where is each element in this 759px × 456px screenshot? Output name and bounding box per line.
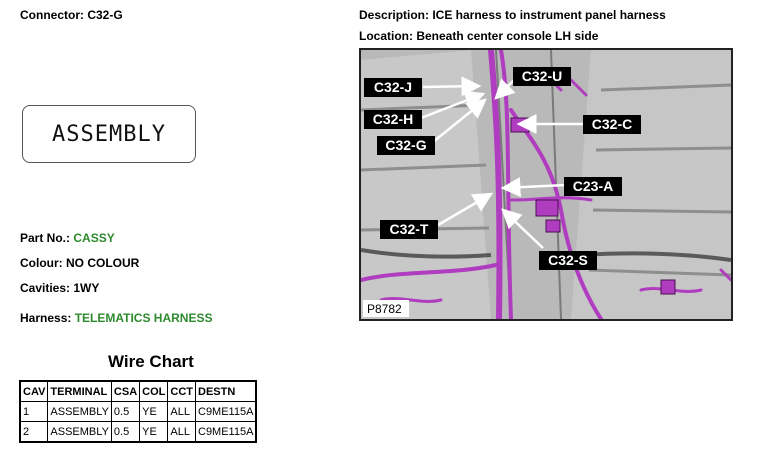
cavities-label: Cavities: 1WY — [20, 281, 100, 295]
part-number-value: CASSY — [73, 231, 115, 245]
header-col: COL — [139, 380, 169, 402]
header-cav: CAV — [19, 380, 49, 402]
cell-terminal: ASSEMBLY — [47, 421, 112, 443]
callout-c32-c: C32-C — [583, 115, 641, 134]
cell-destn: C9ME115A — [195, 401, 257, 422]
svg-text:C32-S: C32-S — [548, 252, 588, 268]
table-row: 1 ASSEMBLY 0.5 YE ALL C9ME115A — [19, 401, 257, 422]
svg-text:C32-G: C32-G — [385, 137, 426, 153]
wiring-harness — [361, 50, 731, 319]
header-cct: CCT — [167, 380, 196, 402]
callout-c32-s: C32-S — [539, 251, 597, 270]
wire-chart-title: Wire Chart — [108, 352, 194, 371]
header-csa: CSA — [110, 380, 141, 402]
header-destn: DESTN — [195, 380, 257, 402]
location-figure: C32-J C32-U C32-H C32-C C32-G C23-A C32-… — [359, 48, 733, 321]
cell-terminal: ASSEMBLY — [47, 401, 112, 422]
svg-text:C23-A: C23-A — [573, 178, 613, 194]
wire-chart-table: CAV TERMINAL CSA COL CCT DESTN 1 ASSEMBL… — [19, 380, 258, 443]
connector-face-text: ASSEMBLY — [52, 121, 166, 147]
harness-value: TELEMATICS HARNESS — [74, 311, 213, 325]
part-number: Part No.: CASSY — [20, 231, 115, 245]
connector-block — [545, 219, 561, 233]
connector-block — [660, 279, 676, 295]
figure-id: P8782 — [367, 302, 402, 316]
cell-destn: C9ME115A — [195, 421, 257, 443]
cell-cct: ALL — [167, 421, 196, 443]
svg-text:C32-H: C32-H — [373, 111, 413, 127]
table-header-row: CAV TERMINAL CSA COL CCT DESTN — [19, 380, 257, 402]
callout-c32-t: C32-T — [380, 220, 438, 239]
cell-cct: ALL — [167, 401, 196, 422]
cell-cav: 1 — [19, 401, 49, 422]
svg-text:C32-J: C32-J — [374, 79, 412, 95]
table-row: 2 ASSEMBLY 0.5 YE ALL C9ME115A — [19, 421, 257, 443]
callout-c32-j: C32-J — [364, 78, 422, 97]
connector-label: Connector: C32-G — [20, 8, 123, 22]
harness-location-illustration: C32-J C32-U C32-H C32-C C32-G C23-A C32-… — [361, 50, 731, 319]
callout-c23-a: C23-A — [564, 177, 622, 196]
colour-label: Colour: NO COLOUR — [20, 256, 140, 270]
svg-text:C32-T: C32-T — [390, 221, 429, 237]
svg-text:C32-C: C32-C — [592, 116, 632, 132]
harness-label: Harness: — [20, 311, 72, 325]
cell-col: YE — [139, 401, 169, 422]
header-terminal: TERMINAL — [47, 380, 112, 402]
cell-col: YE — [139, 421, 169, 443]
harness: Harness: TELEMATICS HARNESS — [20, 311, 213, 325]
description-label: Description: ICE harness to instrument p… — [359, 8, 666, 22]
connector-block — [535, 199, 559, 217]
callout-c32-u: C32-U — [513, 67, 571, 86]
cell-csa: 0.5 — [110, 421, 141, 443]
callout-leaders — [420, 76, 586, 249]
cell-cav: 2 — [19, 421, 49, 443]
callout-c32-h: C32-H — [364, 110, 422, 129]
connector-face-image: ASSEMBLY — [22, 105, 196, 163]
cross-member — [361, 248, 731, 262]
location-label: Location: Beneath center console LH side — [359, 29, 599, 43]
cell-csa: 0.5 — [110, 401, 141, 422]
part-number-label: Part No.: — [20, 231, 71, 245]
svg-text:C32-U: C32-U — [522, 68, 562, 84]
figure-id-box — [363, 300, 409, 317]
callout-c32-g: C32-G — [377, 136, 435, 155]
